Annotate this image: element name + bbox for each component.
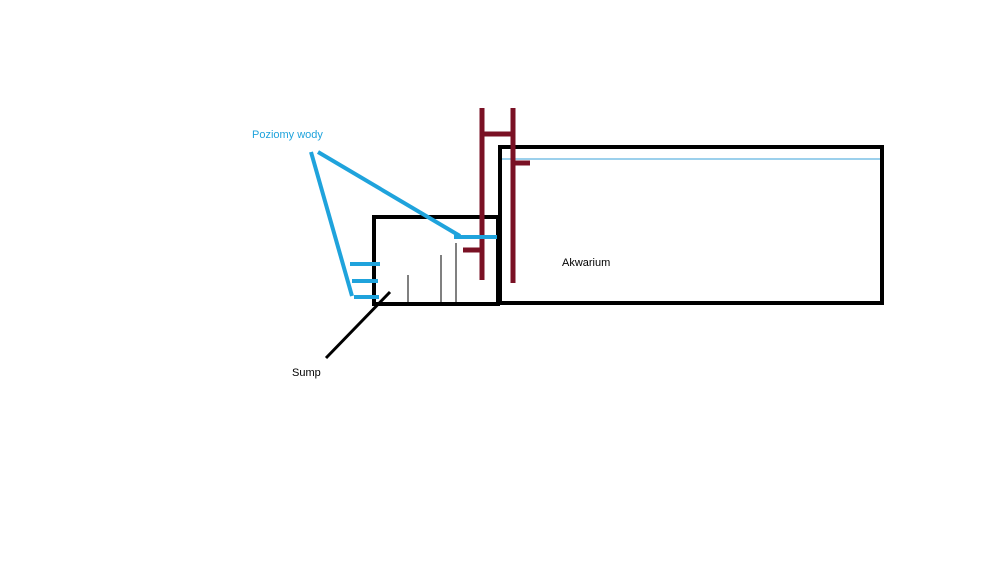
aquarium-label: Akwarium: [562, 257, 611, 269]
water-level-markers: [309, 150, 497, 299]
sump-tank: [372, 215, 500, 306]
pointer-line: [309, 151, 354, 297]
sump-label: Sump: [292, 367, 321, 379]
pipes: [463, 108, 530, 283]
sump-pointer-line: [324, 290, 392, 360]
water-levels-label: Poziomy wody: [252, 129, 323, 141]
pointer-line: [316, 150, 462, 238]
aquarium-tank: [498, 145, 884, 305]
